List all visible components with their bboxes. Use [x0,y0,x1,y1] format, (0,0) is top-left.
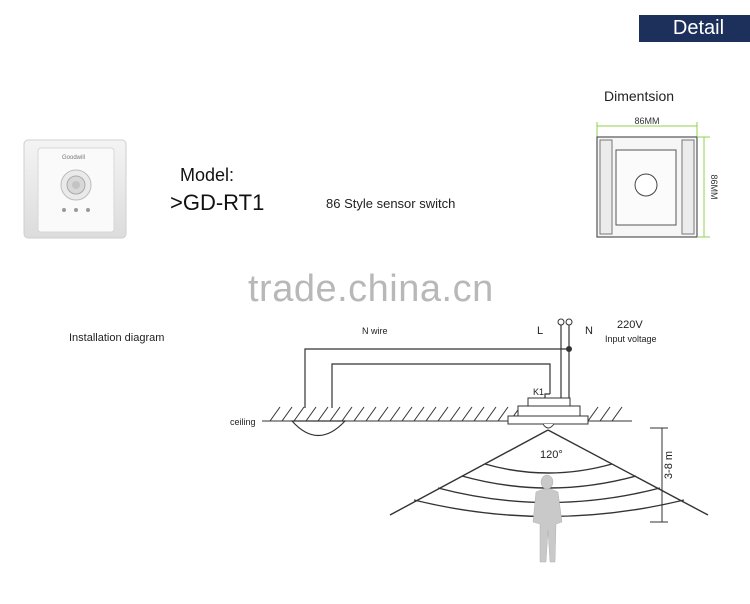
k1-label: K1 [533,387,544,397]
model-description: 86 Style sensor switch [326,196,456,211]
model-label: Model: [180,165,235,185]
dimension-title: Dimentsion [604,88,675,104]
height-range-label: 3-8 m [663,451,675,479]
dimension-drawing: 86MM 86MM [596,116,719,238]
detail-tag: Detail [639,15,750,42]
brand-logo: Goodwill [62,155,85,161]
angle-label: 120° [540,449,563,461]
watermark: trade.china.cn [248,268,494,310]
l-label: L [537,325,543,337]
height-label: 86MM [709,174,719,199]
installation-diagram: N wire L N 220V Input voltage K1 ceiling… [230,318,709,563]
ceiling-label: ceiling [230,417,256,427]
voltage-desc: Input voltage [605,334,657,344]
ceiling-lamp [290,420,347,436]
wiring [304,325,570,408]
installation-title: Installation diagram [69,332,165,344]
n-wire-label: N wire [362,326,388,336]
voltage-label: 220V [617,319,643,331]
terminals [557,318,573,352]
model-value: >GD-RT1 [170,190,265,215]
product-photo: Goodwill [23,139,127,239]
person-figure [532,474,563,563]
sensor-body [507,397,589,429]
n-label: N [585,325,593,337]
width-label: 86MM [634,116,659,126]
height-dimension [650,427,668,523]
